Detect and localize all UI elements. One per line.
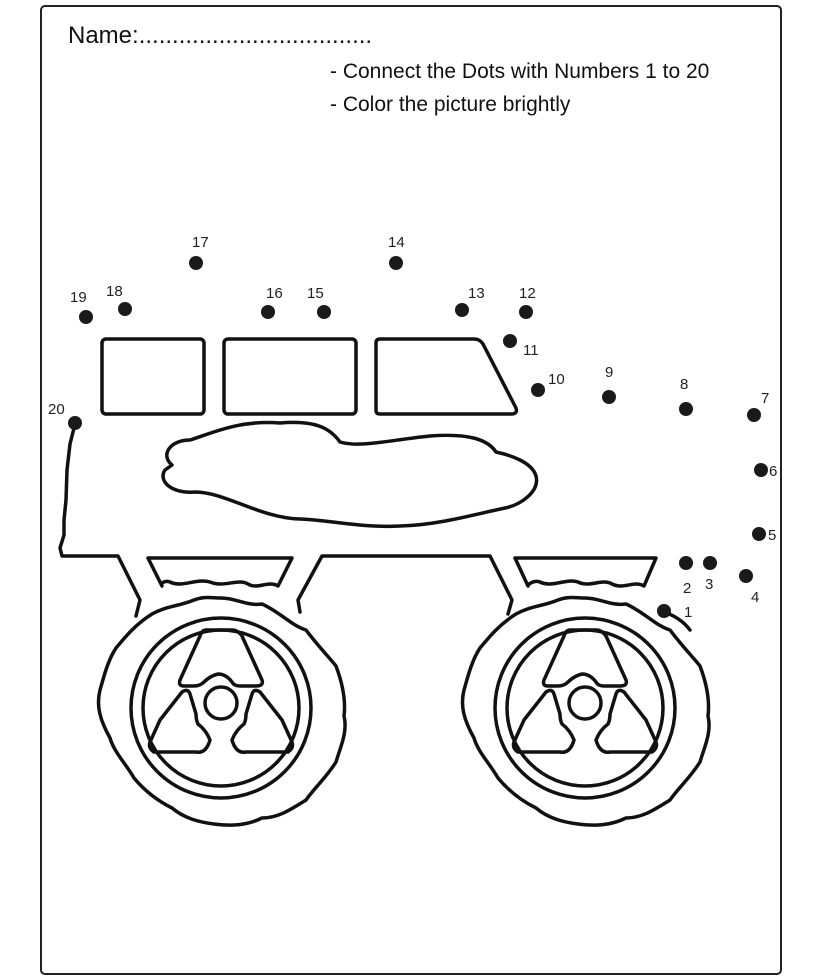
dot-label-1: 1 xyxy=(684,604,692,621)
dot-15: 15 xyxy=(307,285,331,319)
dot-17: 17 xyxy=(189,234,209,270)
worksheet-frame xyxy=(40,5,782,975)
dot-11: 11 xyxy=(503,334,539,359)
dot-label-17: 17 xyxy=(192,234,209,251)
window-right xyxy=(374,337,519,416)
dot-label-15: 15 xyxy=(307,285,324,302)
dot-3: 3 xyxy=(703,556,717,593)
dot-label-5: 5 xyxy=(768,527,776,544)
dot-14: 14 xyxy=(388,234,405,270)
dot-10: 10 xyxy=(531,371,565,397)
dot-6: 6 xyxy=(754,463,777,480)
window-left xyxy=(100,337,206,416)
fender-right xyxy=(513,556,658,588)
dot-16: 16 xyxy=(261,285,283,319)
fender-left xyxy=(146,556,294,588)
dot-label-20: 20 xyxy=(48,401,65,418)
dot-label-18: 18 xyxy=(106,283,123,300)
dot-label-11: 11 xyxy=(523,342,539,359)
dot-label-16: 16 xyxy=(266,285,283,302)
dot-1: 1 xyxy=(657,604,692,621)
dot-label-9: 9 xyxy=(605,364,613,381)
dot-7: 7 xyxy=(747,390,769,422)
dot-9: 9 xyxy=(602,364,616,404)
name-field-label: Name:................................... xyxy=(68,22,373,49)
wheel-left xyxy=(96,595,347,827)
dot-label-6: 6 xyxy=(769,463,777,480)
window-middle xyxy=(222,337,358,416)
dot-8: 8 xyxy=(679,376,693,416)
dot-label-7: 7 xyxy=(761,390,769,407)
dot-label-12: 12 xyxy=(519,285,536,302)
wheel-right xyxy=(460,595,711,827)
instruction-color-picture: - Color the picture brightly xyxy=(330,93,571,116)
dot-label-2: 2 xyxy=(683,580,691,597)
dot-13: 13 xyxy=(455,285,485,317)
mud-decal xyxy=(161,420,539,529)
dot-2: 2 xyxy=(679,556,693,597)
dot-label-14: 14 xyxy=(388,234,405,251)
dot-label-13: 13 xyxy=(468,285,485,302)
dot-18: 18 xyxy=(106,283,132,316)
dot-19: 19 xyxy=(70,289,93,324)
dot-5: 5 xyxy=(752,527,776,544)
dot-label-4: 4 xyxy=(751,589,759,606)
dot-label-10: 10 xyxy=(548,371,565,388)
dot-label-3: 3 xyxy=(705,576,713,593)
instruction-connect-dots: - Connect the Dots with Numbers 1 to 20 xyxy=(330,60,710,83)
dot-12: 12 xyxy=(519,285,536,319)
dot-label-8: 8 xyxy=(680,376,688,393)
dot-label-19: 19 xyxy=(70,289,87,306)
dot-4: 4 xyxy=(739,569,759,606)
dot-20: 20 xyxy=(48,401,82,430)
